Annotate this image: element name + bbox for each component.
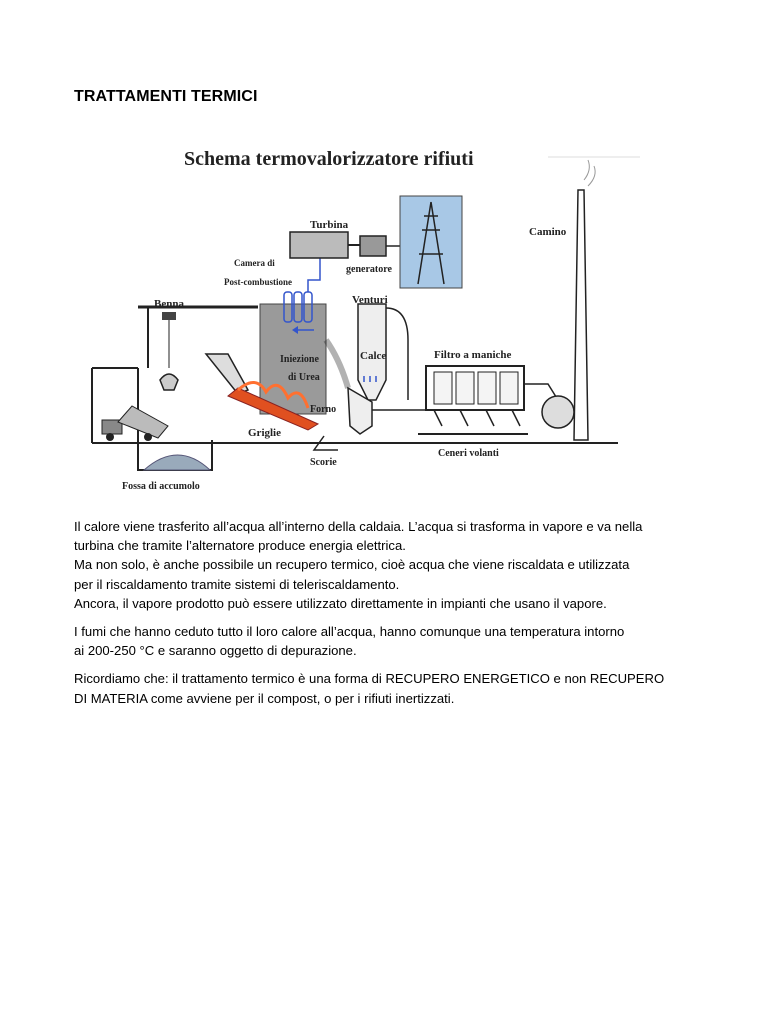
paragraph-1: Il calore viene trasferito all’acqua all… [74, 517, 698, 613]
label-ceneri: Ceneri volanti [438, 448, 499, 459]
exhaust-fan-icon [542, 396, 574, 428]
paragraph-2: I fumi che hanno ceduto tutto il loro ca… [74, 622, 698, 660]
text-line: ai 200-250 °C e saranno oggetto di depur… [74, 641, 698, 660]
plant-diagram: Schema termovalorizzatore rifiuti [88, 140, 644, 500]
label-camera-1: Camera di [234, 258, 275, 268]
crane-grab [160, 374, 178, 390]
label-turbina: Turbina [310, 219, 349, 231]
smoke-icon [584, 160, 595, 186]
power-grid-box [400, 196, 462, 288]
paragraph-3: Ricordiamo che: il trattamento termico è… [74, 669, 698, 707]
plant-diagram-svg: Schema termovalorizzatore rifiuti [88, 140, 644, 500]
label-camera-2: Post-combustione [224, 277, 292, 287]
text-line: turbina che tramite l’alternatore produc… [74, 536, 698, 555]
label-filtro: Filtro a maniche [434, 349, 512, 361]
label-iniezione-2: di Urea [288, 372, 320, 383]
text-line: DI MATERIA come avviene per il compost, … [74, 689, 698, 708]
label-iniezione-1: Iniezione [280, 354, 319, 365]
label-benna: Benna [154, 298, 184, 310]
label-griglie: Griglie [248, 427, 281, 439]
label-calce: Calce [360, 350, 386, 362]
flue-duct [326, 340, 348, 388]
label-fossa: Fossa di accumolo [122, 481, 200, 492]
waste-pile [144, 455, 210, 470]
text-line: Ma non solo, è anche possibile un recupe… [74, 555, 698, 574]
text-line: Ricordiamo che: il trattamento termico è… [74, 669, 698, 688]
label-venturi: Venturi [352, 294, 388, 306]
generator-icon [360, 236, 386, 256]
diagram-title: Schema termovalorizzatore rifiuti [184, 148, 474, 170]
chimney [574, 190, 588, 440]
page-title: TRATTAMENTI TERMICI [74, 88, 258, 106]
venturi-duct [386, 308, 408, 400]
truck-icon [102, 406, 168, 441]
label-camino: Camino [529, 226, 567, 238]
label-scorie: Scorie [310, 457, 337, 468]
text-line: per il riscaldamento tramite sistemi di … [74, 575, 698, 594]
turbine-icon [290, 232, 348, 258]
label-forno: Forno [310, 404, 336, 415]
label-generatore: generatore [346, 264, 392, 275]
crane-trolley [162, 312, 176, 320]
text-line: Ancora, il vapore prodotto può essere ut… [74, 594, 698, 613]
body-text: Il calore viene trasferito all’acqua all… [74, 517, 698, 717]
duct-to-filter [372, 390, 428, 410]
text-line: I fumi che hanno ceduto tutto il loro ca… [74, 622, 698, 641]
ash-hoppers [434, 410, 520, 426]
text-line: Il calore viene trasferito all’acqua all… [74, 517, 698, 536]
